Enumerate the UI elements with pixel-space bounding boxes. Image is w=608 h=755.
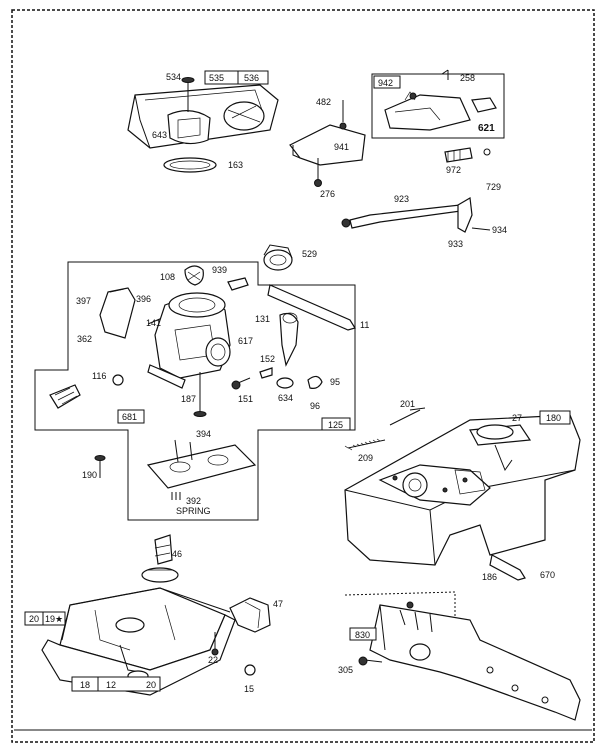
label-634: 634: [278, 393, 293, 403]
label-923: 923: [394, 194, 409, 204]
carburetor-assembly: [49, 244, 356, 417]
gasket-plate-assembly: [94, 439, 257, 500]
label-187: 187: [181, 394, 196, 404]
label-12: 12: [106, 680, 116, 690]
label-535: 535: [209, 73, 224, 83]
label-163: 163: [228, 160, 243, 170]
label-180: 180: [546, 413, 561, 423]
label-276: 276: [320, 189, 335, 199]
label-397: 397: [76, 296, 91, 306]
label-151: 151: [238, 394, 253, 404]
label-482: 482: [316, 97, 331, 107]
label-209: 209: [358, 453, 373, 463]
label-box-942: [373, 75, 401, 89]
label-125: 125: [328, 420, 343, 430]
label-941: 941: [334, 142, 349, 152]
label-729: 729: [486, 182, 501, 192]
label-617: 617: [238, 336, 253, 346]
label-536: 536: [244, 73, 259, 83]
label-15: 15: [244, 684, 254, 694]
label-box-681: [117, 409, 145, 424]
label-396: 396: [136, 294, 151, 304]
label-141: 141: [146, 318, 161, 328]
label-46: 46: [172, 549, 182, 559]
label-20-top: 20: [29, 614, 39, 624]
label-258: 258: [460, 73, 475, 83]
label-972: 972: [446, 165, 461, 175]
control-bracket-assembly: [289, 69, 505, 233]
label-670: 670: [540, 570, 555, 580]
label-box-536: [237, 70, 269, 85]
label-534: 534: [166, 72, 181, 82]
label-190: 190: [82, 470, 97, 480]
air-cleaner-assembly: [127, 77, 279, 173]
label-19: 19★: [45, 614, 63, 624]
label-18: 18: [80, 680, 90, 690]
label-95: 95: [330, 377, 340, 387]
lower-control-bracket: [344, 591, 581, 721]
label-305: 305: [338, 665, 353, 675]
label-186: 186: [482, 572, 497, 582]
label-362: 362: [77, 334, 92, 344]
label-643: 643: [152, 130, 167, 140]
label-spring: SPRING: [176, 506, 211, 516]
label-939: 939: [212, 265, 227, 275]
label-box-125: [321, 417, 351, 431]
diagram-frame: [11, 9, 595, 743]
label-20-bottom: 20: [146, 680, 156, 690]
label-96: 96: [310, 401, 320, 411]
sump-assembly: [41, 534, 271, 696]
engine-block: [344, 407, 581, 581]
label-621: 621: [478, 123, 495, 134]
label-934: 934: [492, 225, 507, 235]
label-box-19: [42, 611, 66, 626]
label-942: 942: [378, 78, 393, 88]
label-box-830: [349, 627, 377, 641]
label-box-180: [539, 410, 571, 425]
label-108: 108: [160, 272, 175, 282]
label-47: 47: [273, 599, 283, 609]
label-529: 529: [302, 249, 317, 259]
label-27: 27: [512, 413, 522, 423]
label-11: 11: [360, 320, 369, 330]
label-box-12-20: [97, 676, 161, 692]
label-933: 933: [448, 239, 463, 249]
label-394: 394: [196, 429, 211, 439]
label-830: 830: [355, 630, 370, 640]
label-131: 131: [255, 314, 270, 324]
label-22: 22: [208, 655, 218, 665]
label-392: 392: [186, 496, 201, 506]
label-201: 201: [400, 399, 415, 409]
label-116: 116: [92, 371, 106, 381]
label-681: 681: [122, 412, 137, 422]
label-152: 152: [260, 354, 275, 364]
carburetor-group-outline: [34, 261, 356, 521]
